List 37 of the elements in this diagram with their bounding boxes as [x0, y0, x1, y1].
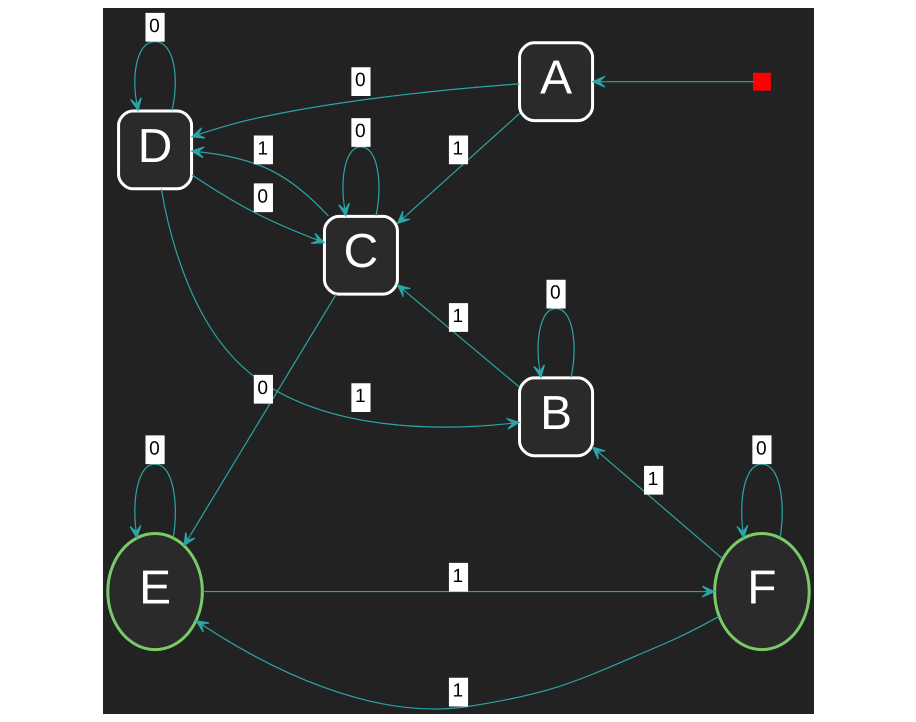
arrow [592, 76, 753, 88]
arrow [129, 464, 176, 538]
edge-label: 0 [550, 282, 560, 304]
edge-label: 0 [354, 70, 366, 92]
edge-label: 1 [256, 138, 268, 160]
edge-label: 0 [256, 378, 268, 399]
arrow [532, 308, 574, 378]
edge-label: 1 [452, 680, 463, 702]
edge-label: 1 [647, 468, 658, 490]
arrow [160, 188, 520, 430]
node-box: D [116, 110, 193, 190]
arrow [195, 616, 719, 710]
arrow [202, 586, 714, 598]
edge-label: 1 [452, 138, 463, 160]
arrow [736, 464, 782, 538]
node-box [752, 72, 770, 91]
edge-label: 0 [256, 186, 268, 208]
arrow [338, 146, 379, 216]
arrow [592, 446, 722, 560]
arrow [183, 294, 336, 546]
edge-label: 0 [148, 438, 160, 460]
arrow [190, 83, 519, 139]
edge-label: 1 [452, 306, 463, 328]
node-box: C [322, 214, 398, 296]
arrow [191, 174, 324, 244]
edge-label: 1 [354, 386, 366, 408]
arrow [190, 146, 328, 217]
edge-label: 0 [354, 121, 366, 142]
node-ellipse: F [712, 532, 810, 652]
node-box: B [518, 376, 594, 458]
edge-label: 0 [755, 438, 766, 460]
arrow [396, 113, 520, 224]
node-box: A [518, 41, 594, 122]
arrow [396, 284, 520, 388]
edge-label: 0 [148, 16, 160, 37]
arrow [130, 40, 176, 112]
edge-label: 1 [452, 566, 463, 587]
